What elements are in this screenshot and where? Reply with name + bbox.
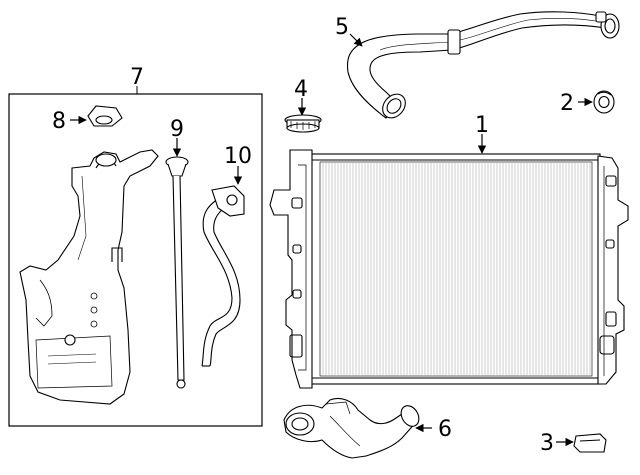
- callout-4: 4: [294, 77, 308, 102]
- callout-5: 5: [335, 15, 349, 40]
- callout-1: 1: [475, 113, 489, 138]
- callout-9: 9: [170, 117, 184, 142]
- callout-6: 6: [438, 417, 452, 442]
- upper-hose-icon: [346, 11, 620, 119]
- lower-hose-icon: [283, 397, 420, 459]
- coolant-reservoir-icon: [19, 149, 159, 405]
- callout-8: 8: [52, 109, 66, 134]
- grommet-icon: [593, 90, 615, 114]
- dipstick-icon: [165, 156, 189, 389]
- overflow-hose-icon: [201, 185, 245, 367]
- reservoir-cap-icon: [87, 105, 123, 127]
- callout-7: 7: [130, 65, 144, 90]
- leader-5: [349, 33, 363, 47]
- assembly-box-7: [8, 93, 263, 427]
- leader-arrows: [70, 33, 593, 447]
- bracket-clip-icon: [573, 433, 607, 453]
- radiator-fins: [322, 163, 591, 375]
- callout-2: 2: [560, 91, 574, 116]
- radiator-cap-icon: [284, 114, 322, 133]
- callout-3: 3: [540, 431, 554, 456]
- callout-10: 10: [224, 144, 252, 169]
